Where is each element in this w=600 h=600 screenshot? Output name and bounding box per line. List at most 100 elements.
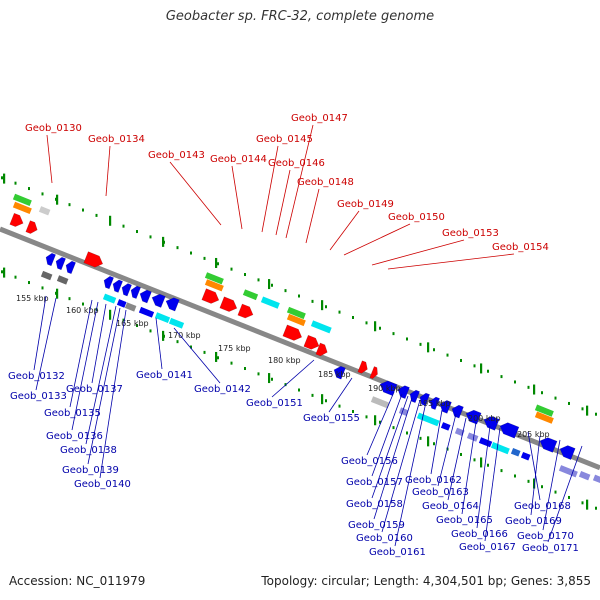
reverse-gene-arrow[interactable] — [538, 435, 558, 453]
gene-label-geob-0141[interactable]: Geob_0141 — [136, 317, 193, 381]
gene-label-geob-0133[interactable]: Geob_0133 — [10, 297, 67, 402]
gene-label-geob-0132[interactable]: Geob_0132 — [8, 295, 65, 382]
minor-tick — [406, 431, 408, 435]
reverse-gene-arrow[interactable] — [111, 278, 123, 293]
reverse-gene-arrow[interactable] — [498, 420, 520, 439]
reverse-gene-arrow[interactable] — [450, 403, 464, 419]
minor-tick — [14, 275, 17, 279]
gene-label-geob-0138[interactable]: Geob_0138 — [60, 305, 117, 456]
reverse-gene-arrow[interactable] — [64, 260, 76, 275]
gene-label-geob-0151[interactable]: Geob_0151 — [246, 359, 315, 409]
gene-label-geob-0145[interactable]: Geob_0145 — [256, 134, 313, 233]
minor-tick — [379, 420, 381, 424]
svg-text:Geob_0171: Geob_0171 — [522, 543, 579, 554]
forward-gene-arrow[interactable] — [83, 251, 105, 270]
gene-label-geob-0156[interactable]: Geob_0156 — [341, 391, 398, 467]
reverse-gene-arrow[interactable] — [428, 396, 440, 410]
reverse-gene-arrow[interactable] — [102, 275, 114, 290]
gene-label-geob-0153[interactable]: Geob_0153 — [371, 228, 499, 266]
forward-gene-arrow[interactable] — [237, 303, 255, 320]
gene-label-geob-0159[interactable]: Geob_0159 — [348, 397, 413, 531]
reverse-gene-arrow[interactable] — [164, 295, 180, 312]
kbp-scale-label: 175 kbp — [218, 344, 251, 353]
minor-tick — [203, 350, 206, 354]
svg-text:Geob_0157: Geob_0157 — [346, 477, 403, 488]
gene-label-geob-0167[interactable]: Geob_0167 — [459, 427, 516, 553]
reverse-gene-arrow[interactable] — [558, 443, 576, 460]
minor-tick — [325, 399, 327, 403]
major-tick — [480, 457, 483, 468]
gene-label-geob-0166[interactable]: Geob_0166 — [451, 425, 508, 540]
gene-label-geob-0147[interactable]: Geob_0147 — [285, 113, 348, 239]
svg-text:Geob_0130: Geob_0130 — [25, 123, 82, 134]
gene-label-geob-0155[interactable]: Geob_0155 — [303, 377, 360, 424]
reverse-gene-arrow[interactable] — [138, 288, 152, 304]
gene-label-geob-0148[interactable]: Geob_0148 — [297, 177, 354, 244]
gene-label-geob-0137[interactable]: Geob_0137 — [66, 303, 123, 395]
reverse-gene-arrow[interactable] — [44, 252, 56, 267]
reverse-gene-arrow[interactable] — [332, 364, 346, 380]
minor-tick — [122, 224, 125, 228]
forward-gene-arrow[interactable] — [282, 324, 304, 343]
gene-label-geob-0140[interactable]: Geob_0140 — [74, 309, 131, 490]
gene-label-geob-0150[interactable]: Geob_0150 — [343, 212, 445, 256]
gene-label-geob-0144[interactable]: Geob_0144 — [210, 154, 267, 230]
gene-label-geob-0168[interactable]: Geob_0168 — [514, 431, 571, 512]
gene-label-geob-0165[interactable]: Geob_0165 — [436, 421, 493, 526]
minor-tick — [554, 396, 557, 400]
minor-tick — [487, 369, 489, 373]
outer-tick-row — [1, 173, 597, 416]
svg-text:Geob_0134: Geob_0134 — [88, 134, 145, 145]
reverse-gene-arrow[interactable] — [438, 399, 452, 414]
gene-label-geob-0139[interactable]: Geob_0139 — [62, 307, 121, 476]
gene-label-geob-0136[interactable]: Geob_0136 — [46, 301, 103, 442]
gene-label-geob-0164[interactable]: Geob_0164 — [422, 417, 479, 512]
gene-label-geob-0162[interactable]: Geob_0162 — [405, 409, 462, 486]
gene-label-geob-0146[interactable]: Geob_0146 — [268, 158, 325, 236]
reverse-gene-arrow[interactable] — [464, 408, 482, 425]
reverse-gene-arrow[interactable] — [482, 414, 500, 431]
minor-tick — [419, 342, 422, 346]
forward-gene-arrow[interactable] — [201, 288, 221, 306]
gene-label-geob-0135[interactable]: Geob_0135 — [44, 299, 101, 419]
gene-label-geob-0142[interactable]: Geob_0142 — [173, 327, 251, 395]
svg-text:Geob_0153: Geob_0153 — [442, 228, 499, 239]
gene-label-geob-0169[interactable]: Geob_0169 — [505, 435, 562, 527]
reverse-gene-box — [478, 437, 493, 448]
minor-tick — [500, 469, 503, 473]
gene-label-geob-0170[interactable]: Geob_0170 — [517, 439, 574, 542]
minor-tick — [95, 213, 98, 217]
gene-label-geob-0143[interactable]: Geob_0143 — [148, 150, 222, 226]
forward-gene-arrow[interactable] — [303, 334, 321, 351]
gene-label-geob-0149[interactable]: Geob_0149 — [329, 199, 394, 251]
gene-label-geob-0160[interactable]: Geob_0160 — [356, 399, 421, 544]
reverse-gene-arrow[interactable] — [120, 282, 132, 297]
gene-label-geob-0157[interactable]: Geob_0157 — [346, 393, 403, 488]
gene-label-geob-0134[interactable]: Geob_0134 — [88, 134, 145, 197]
gene-label-geob-0154[interactable]: Geob_0154 — [387, 242, 549, 270]
gene-label-geob-0158[interactable]: Geob_0158 — [346, 395, 409, 510]
forward-gene-arrow[interactable] — [369, 366, 380, 380]
gene-label-geob-0161[interactable]: Geob_0161 — [369, 401, 427, 558]
forward-gene-arrow[interactable] — [25, 220, 40, 236]
rna-annotation-box — [310, 320, 332, 334]
forward-gene-arrow[interactable] — [357, 360, 370, 375]
gene-label-geob-0130[interactable]: Geob_0130 — [25, 123, 82, 184]
reverse-gene-arrow[interactable] — [54, 256, 66, 271]
tick-rows — [1, 173, 597, 510]
svg-text:Geob_0151: Geob_0151 — [246, 398, 303, 409]
minor-tick — [568, 401, 570, 405]
minor-tick — [473, 458, 476, 462]
reverse-gene-arrow[interactable] — [408, 389, 420, 404]
gene-label-geob-0163[interactable]: Geob_0163 — [412, 413, 469, 498]
minor-tick — [338, 404, 341, 408]
reverse-gene-arrow[interactable] — [150, 292, 166, 308]
forward-gene-arrow[interactable] — [219, 296, 239, 314]
reverse-gene-arrow[interactable] — [396, 384, 410, 400]
forward-gene-arrow[interactable] — [9, 212, 26, 229]
reverse-gene-arrow[interactable] — [129, 285, 141, 299]
major-tick — [162, 330, 165, 341]
forward-gene-arrow[interactable] — [315, 342, 330, 358]
svg-text:Geob_0144: Geob_0144 — [210, 154, 267, 165]
gene-label-geob-0171[interactable]: Geob_0171 — [522, 445, 583, 554]
